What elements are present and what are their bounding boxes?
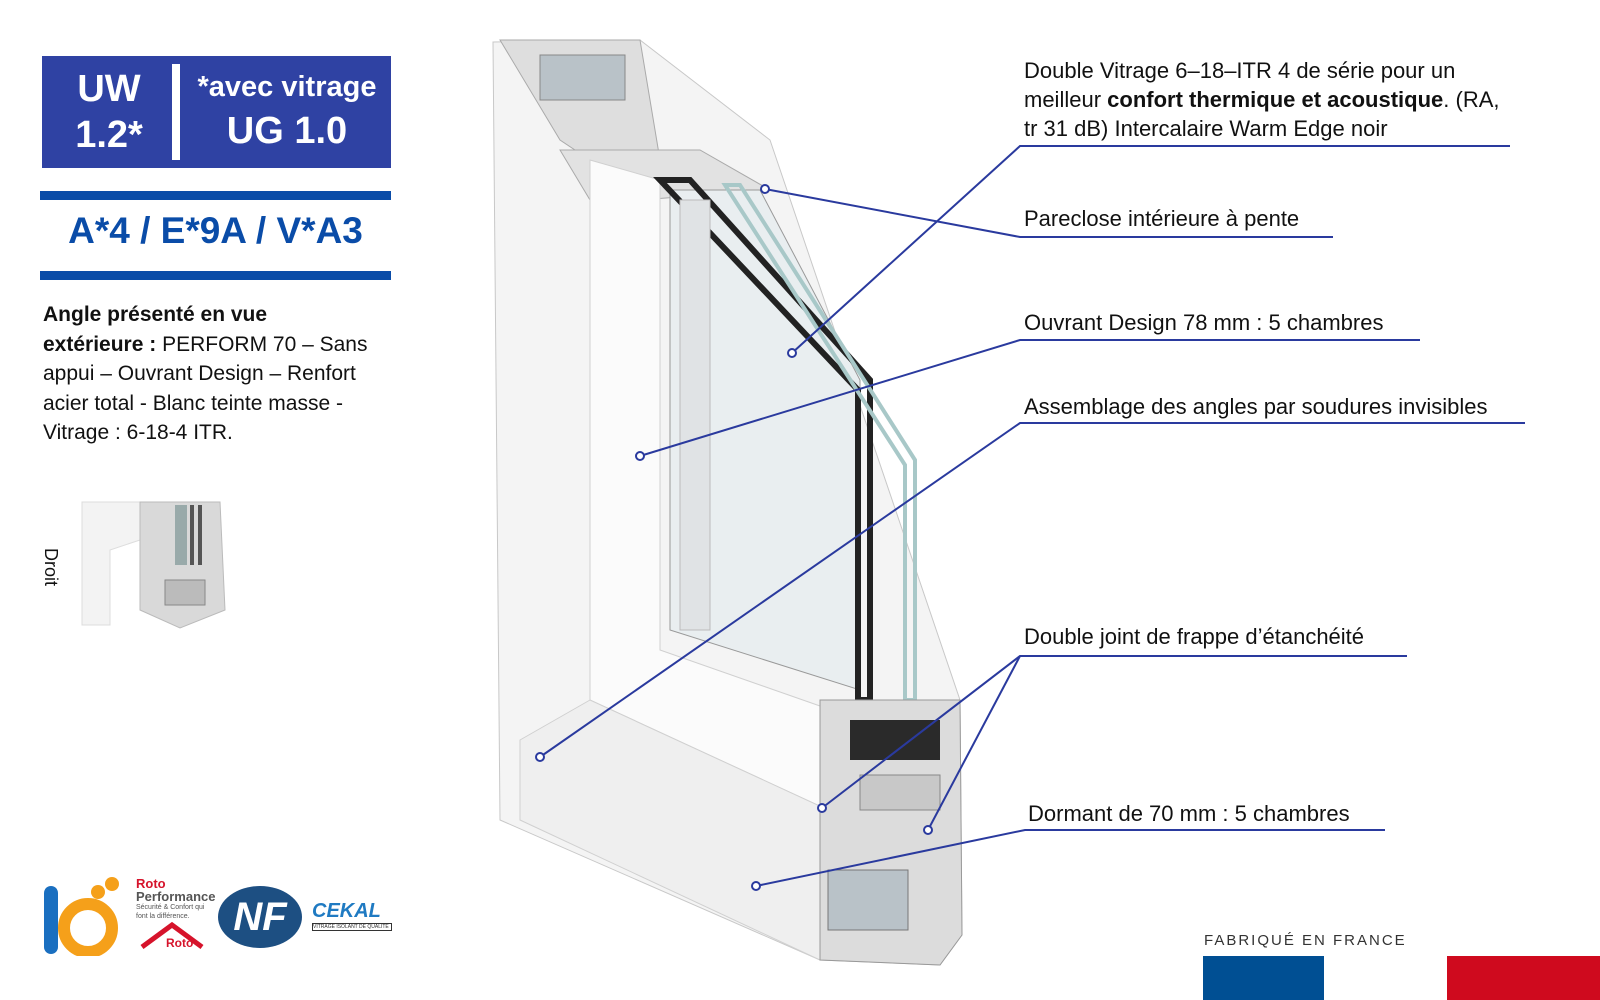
uw-performance-box: UW 1.2* *avec vitrage UG 1.0 bbox=[42, 56, 391, 168]
k-logo bbox=[44, 877, 119, 956]
nf-logo: NF bbox=[218, 886, 302, 948]
callout-double-seal: Double joint de frappe d’étanchéité bbox=[1024, 624, 1365, 649]
roto-logo: Roto Performance Sécurité & Confort qui … bbox=[136, 876, 216, 949]
cekal-logo: CEKAL VITRAGE ISOLANT DE QUALITÉ bbox=[312, 900, 392, 931]
callout-double-glazing: Double Vitrage 6–18–ITR 4 de série pour … bbox=[1024, 58, 1500, 141]
ug-value: UG 1.0 bbox=[226, 110, 348, 152]
uw-value-block: UW 1.2* bbox=[64, 66, 154, 158]
flag-red-stripe bbox=[1447, 956, 1600, 1000]
aev-classification: A*4 / E*9A / V*A3 bbox=[68, 210, 363, 251]
thumbnail-label: Droit bbox=[41, 548, 61, 587]
callout-glazing-bead: Pareclose intérieure à pente bbox=[1024, 206, 1300, 231]
description-heading: Angle présenté en vue extérieure : bbox=[43, 303, 268, 356]
product-description: Angle présenté en vue extérieure : PERFO… bbox=[43, 300, 373, 448]
callout-lines bbox=[535, 145, 1525, 891]
made-in-france-label: FABRIQUÉ EN FRANCE bbox=[1204, 932, 1407, 949]
uw-value: 1.2* bbox=[75, 114, 143, 156]
ug-block: *avec vitrage UG 1.0 bbox=[192, 66, 382, 154]
window-thumbnail bbox=[81, 501, 226, 629]
callout-frame: Dormant de 70 mm : 5 chambres bbox=[1028, 801, 1350, 826]
callout-sash: Ouvrant Design 78 mm : 5 chambres bbox=[1024, 310, 1384, 335]
glazing-note: *avec vitrage bbox=[197, 71, 377, 103]
flag-blue-stripe bbox=[1203, 956, 1324, 1000]
callout-corner-welding: Assemblage des angles par soudures invis… bbox=[1024, 394, 1488, 419]
divider bbox=[40, 271, 391, 280]
uw-label: UW bbox=[77, 68, 141, 110]
divider bbox=[172, 64, 180, 160]
description-text: PERFORM 70 – Sans appui – Ouvrant Design… bbox=[43, 332, 368, 445]
divider bbox=[40, 191, 391, 200]
svg-text:Roto: Roto bbox=[166, 936, 193, 949]
